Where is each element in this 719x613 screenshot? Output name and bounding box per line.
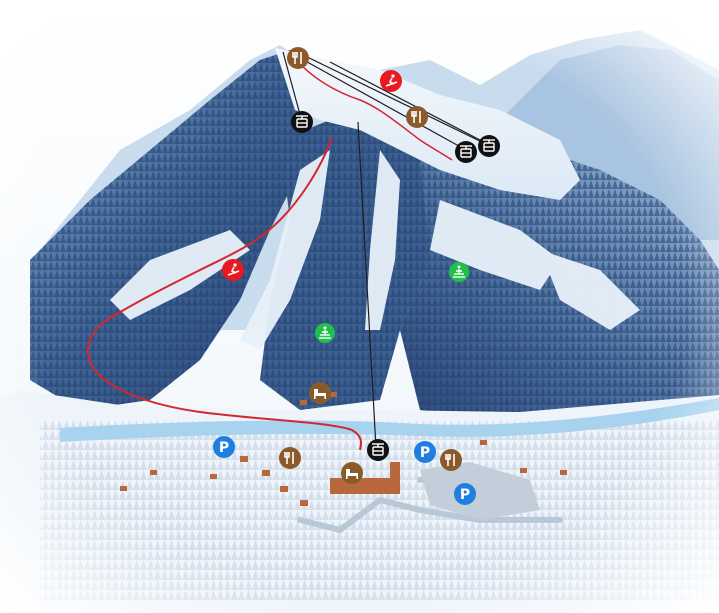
parking-marker-west[interactable]: P [213, 436, 235, 458]
hotel-marker-village[interactable] [341, 462, 363, 484]
restaurant-marker-ridge[interactable] [406, 106, 428, 128]
ski-school-marker-east[interactable] [449, 262, 469, 282]
ski-school-marker-west[interactable] [315, 323, 335, 343]
parking-marker-center[interactable]: P [414, 441, 436, 463]
restaurant-marker-summit[interactable] [287, 47, 309, 69]
restaurant-marker-village-west[interactable] [279, 447, 301, 469]
red-slope-marker-summit[interactable] [380, 70, 402, 92]
gondola-marker-base[interactable] [367, 439, 389, 461]
gondola-marker-ridge-b[interactable] [478, 135, 500, 157]
gondola-marker-summit-west[interactable] [291, 111, 313, 133]
red-slope-marker-midway[interactable] [222, 259, 244, 281]
parking-marker-east[interactable]: P [454, 483, 476, 505]
restaurant-marker-village-east[interactable] [440, 449, 462, 471]
gondola-marker-ridge-a[interactable] [455, 141, 477, 163]
hotel-marker-slope[interactable] [309, 382, 331, 404]
